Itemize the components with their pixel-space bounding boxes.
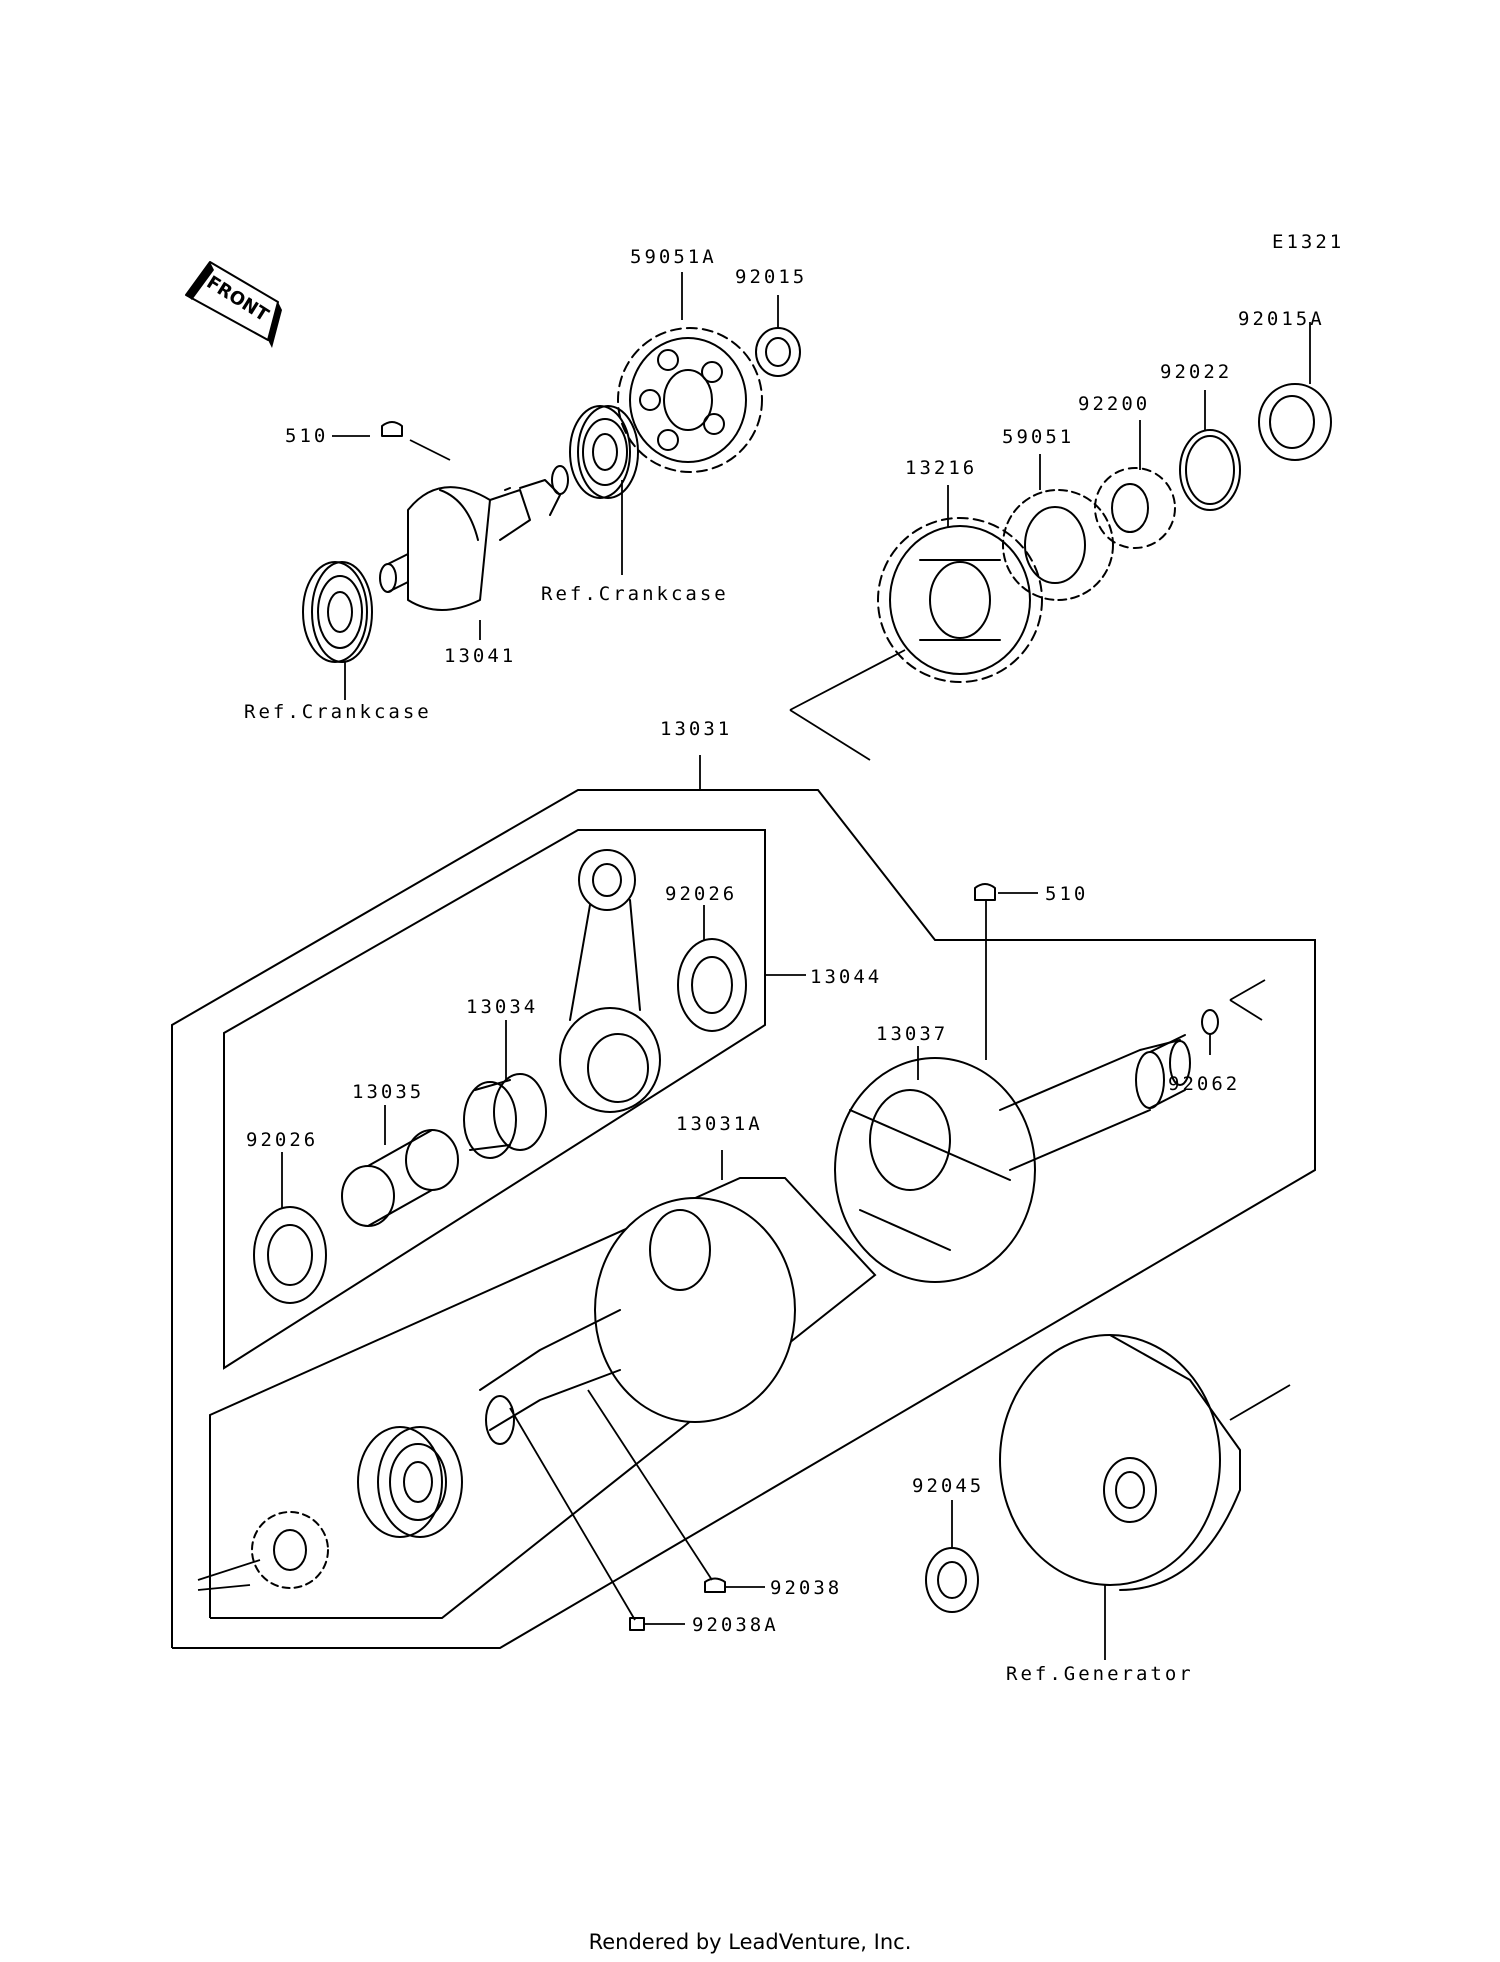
bearing-ref-crankcase-left <box>302 561 373 663</box>
key-92038 <box>704 1577 726 1593</box>
connecting-rod <box>559 849 661 1113</box>
label-13035: 13035 <box>352 1081 424 1103</box>
crank-pin-13035 <box>341 1129 459 1227</box>
washer-92026-lower <box>253 1206 327 1304</box>
label-92062: 92062 <box>1168 1073 1240 1095</box>
label-13216: 13216 <box>905 457 977 479</box>
bearing-lower <box>357 1426 463 1538</box>
label-92026-a: 92026 <box>665 883 737 905</box>
label-13031: 13031 <box>660 718 732 740</box>
key-510-top <box>381 421 403 437</box>
key-510-mid <box>974 883 996 901</box>
label-13037: 13037 <box>876 1023 948 1045</box>
front-arrow-icon: FRONT <box>185 261 282 348</box>
label-ref-generator: Ref.Generator <box>1006 1663 1194 1685</box>
label-92038a: 92038A <box>692 1614 779 1636</box>
label-92045: 92045 <box>912 1475 984 1497</box>
label-59051a: 59051A <box>630 246 717 268</box>
diagram-code: E1321 <box>1272 231 1344 253</box>
crank-half-13037 <box>834 1034 1191 1283</box>
label-13041: 13041 <box>444 645 516 667</box>
label-13031a: 13031A <box>676 1113 763 1135</box>
label-92015: 92015 <box>735 266 807 288</box>
generator-rotor <box>999 1334 1291 1591</box>
label-510-mid: 510 <box>1045 883 1088 905</box>
label-13044: 13044 <box>810 966 882 988</box>
key-92038a <box>629 1617 645 1631</box>
label-92022: 92022 <box>1160 361 1232 383</box>
bearing-ref-crankcase-mid <box>569 405 639 499</box>
label-59051: 59051 <box>1002 426 1074 448</box>
label-13034: 13034 <box>466 996 538 1018</box>
label-92200: 92200 <box>1078 393 1150 415</box>
nut-92015a <box>1258 383 1332 461</box>
needle-bearing-13034 <box>463 1073 547 1159</box>
washer-92200 <box>1094 467 1176 549</box>
gear-59051 <box>1002 489 1114 601</box>
label-92015a: 92015A <box>1238 308 1325 330</box>
label-92038: 92038 <box>770 1577 842 1599</box>
label-510-top: 510 <box>285 425 328 447</box>
leader-lines <box>281 272 1311 1660</box>
washer-92022 <box>1179 429 1241 511</box>
nut-92015 <box>755 327 801 377</box>
balancer-shaft <box>379 465 569 611</box>
label-ref-crankcase-2: Ref.Crankcase <box>244 701 432 723</box>
plug-92062 <box>1201 979 1266 1035</box>
label-ref-crankcase-1: Ref.Crankcase <box>541 583 729 605</box>
gear-59051a <box>617 327 763 473</box>
label-92026-b: 92026 <box>246 1129 318 1151</box>
sprocket <box>197 1511 329 1591</box>
seal-92045 <box>925 1547 979 1613</box>
footer-credit: Rendered by LeadVenture, Inc. <box>588 1930 912 1954</box>
crank-half-13031a <box>479 1197 796 1445</box>
gear-13216 <box>877 517 1043 683</box>
washer-92026-upper <box>677 938 747 1032</box>
